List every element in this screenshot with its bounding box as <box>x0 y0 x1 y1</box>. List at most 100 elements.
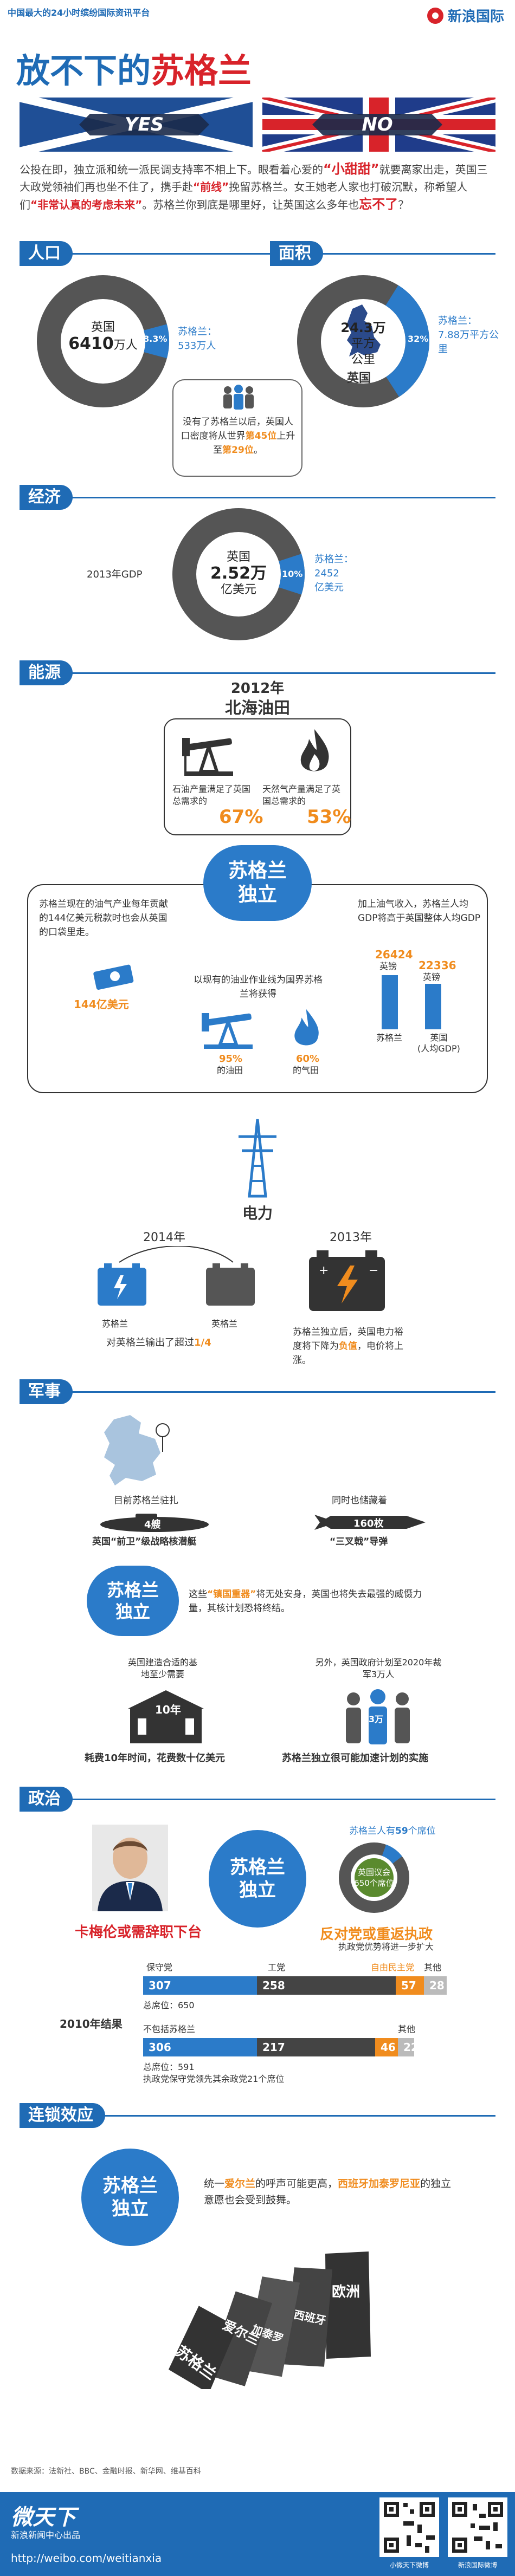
base-years: 10年 <box>155 1703 181 1716</box>
sub-label: 英国“前卫”级战略核潜艇 <box>92 1536 197 1547</box>
bar-con-no-sc: 306 <box>143 2038 257 2056</box>
footer-brand-sub: 新浪新闻中心出品 <box>11 2530 81 2540</box>
chain-text: 统一爱尔兰的呼声可能更高，西班牙加泰罗尼亚的独立意愿也会受到鼓舞。 <box>204 2178 452 2206</box>
bar-lab-all: 258 <box>257 1976 396 1995</box>
section-energy: 能源 <box>20 660 73 685</box>
intro-paragraph: 公投在即，独立派和统一派民调支持率不相上下。眼看着心爱的“小甜甜”就要离家出走，… <box>20 161 488 212</box>
yes-label: YES <box>124 114 164 135</box>
sc-bar-label: 苏格兰 <box>376 1033 403 1043</box>
dominoes-illustration <box>168 2251 371 2389</box>
sc-gdp-bar <box>382 975 398 1029</box>
army-label: 苏格兰独立很可能加速计划的实施 <box>282 1753 428 1764</box>
power-tower-icon <box>239 1119 276 1198</box>
power-year-2014: 2014年 <box>143 1231 185 1244</box>
cameron-portrait <box>92 1825 168 1911</box>
scotland-map-icon <box>104 1415 170 1485</box>
svg-text:+: + <box>319 1264 329 1277</box>
qr-code-icon <box>379 2497 439 2557</box>
total-seats-no-sc: 总席位：591 <box>143 2062 195 2072</box>
header-bar: 中国最大的24小时缤纷国际资讯平台 新浪国际 <box>0 0 515 33</box>
gas-text: 天然气产量满足了英国总需求的 <box>262 784 341 806</box>
population-pct: 8.3% <box>143 334 168 344</box>
power-export: 对英格兰输出了超过1/4 <box>106 1337 211 1348</box>
flags-banner <box>20 98 495 152</box>
footer-url[interactable]: http://weibo.com/weitianxia <box>11 2552 162 2565</box>
qr-caption-2: 新浪国际微博 <box>458 2561 497 2569</box>
section-line-energy <box>20 672 495 674</box>
section-line-politics <box>20 1799 495 1800</box>
legend-con: 保守党 <box>146 1962 173 1972</box>
sc-gdp-value: 26424 <box>375 948 413 961</box>
section-line-military <box>20 1391 495 1393</box>
oil-pct: 67% <box>219 806 263 828</box>
energy-middle-text: 以现有的油业作业线为国界苏格兰将获得 <box>194 975 323 1000</box>
footer-brand: 微天下 <box>11 2505 76 2530</box>
scotland-seats: 苏格兰人有59个席位 <box>349 1826 436 1837</box>
military-independent-badge: 苏格兰独立 <box>87 1566 179 1636</box>
energy-year: 2012年 <box>230 680 285 697</box>
section-line-chain <box>20 2115 495 2117</box>
soldiers-icon <box>346 1689 410 1744</box>
gas-flame-icon <box>300 729 329 771</box>
gas-pct: 53% <box>307 806 351 828</box>
oil-text: 石油产量满足了英国总需求的 <box>172 784 251 806</box>
north-sea-box <box>164 718 351 835</box>
oil-field-icon <box>202 1013 253 1049</box>
sina-eye-icon <box>427 7 443 24</box>
density-fact: 没有了苏格兰以后，英国人口密度将从世界第45位上升至第29位。 <box>181 417 295 456</box>
population-donut <box>37 275 169 407</box>
gas-share: 60% <box>296 1053 320 1065</box>
svg-text:−: − <box>369 1264 378 1277</box>
area-uk-label: 24.3万 平方 公里 <box>340 320 386 367</box>
bar-oth-no-sc: 22 <box>398 2038 419 2056</box>
seats-bar-no-sc: 306 217 46 22 <box>143 2038 419 2056</box>
section-economy: 经济 <box>20 485 73 510</box>
area-scotland: 苏格兰： 7.88万平方公里 <box>438 315 499 355</box>
army-count: 3万 <box>369 1714 384 1724</box>
qr-code-icon <box>448 2497 507 2557</box>
base-building-icon <box>128 1690 204 1743</box>
missile-icon <box>314 1515 426 1530</box>
uk-gdp-unit: 英镑 <box>423 972 441 982</box>
opposition-return: 反对党或重返执政 <box>320 1926 433 1943</box>
section-line-population <box>20 253 495 255</box>
gdp-year: 2013年GDP <box>87 569 143 580</box>
footer: 微天下 新浪新闻中心出品 http://weibo.com/weitianxia… <box>0 2492 515 2576</box>
economy-scotland: 苏格兰： 2452 亿美元 <box>314 554 353 593</box>
legend-oth: 其他 <box>424 1962 442 1972</box>
bar-con-all: 307 <box>143 1976 257 1995</box>
sub-count: 4艘 <box>144 1519 161 1530</box>
sc-gdp-unit: 英镑 <box>379 961 397 971</box>
platform-tagline: 中国最大的24小时缤纷国际资讯平台 <box>8 8 150 18</box>
uk-map-icon <box>347 304 381 356</box>
oil-share: 95% <box>219 1053 243 1065</box>
section-chain: 连锁效应 <box>20 2103 105 2128</box>
sources: 数据来源：法新社、BBC、金融时报、新华网、维基百科 <box>11 2467 201 2476</box>
area-pct: 32% <box>408 334 429 344</box>
energy-independent-badge: 苏格兰独立 <box>203 845 312 921</box>
brand-logo[interactable]: 新浪国际 <box>427 5 504 25</box>
legend-lab: 工党 <box>268 1962 286 1972</box>
energy-field: 北海油田 <box>225 699 290 718</box>
section-politics: 政治 <box>20 1787 73 1812</box>
legend-without-sc: 不包括苏格兰 <box>143 2024 196 2034</box>
oil-share-label: 的油田 <box>217 1065 243 1075</box>
battery-dark-icon: + − <box>309 1250 385 1311</box>
base-text: 英国建造合适的基地至少需要 <box>127 1657 197 1679</box>
energy-left-text: 苏格兰现在的油气产业每年贡献的144亿美元税款时也会从英国的口袋里走。 <box>39 899 168 938</box>
army-text: 另外，英国政府计划至2020年裁军3万人 <box>315 1657 442 1679</box>
bar-lab-no-sc: 217 <box>257 2038 375 2056</box>
missile-count: 160枚 <box>353 1518 384 1529</box>
bar-lib-no-sc: 46 <box>375 2038 398 2056</box>
military-deterrent: 这些“镇国重器”将无处安身，英国也将失去最强的威慑力量，其核计划恐将终结。 <box>189 1589 422 1614</box>
no-label: NO <box>362 114 393 135</box>
uk-bar-label: 英国 (人均GDP) <box>417 1033 460 1054</box>
density-fact-box <box>172 379 302 477</box>
result-2010: 2010年结果 <box>60 2017 123 2030</box>
power-year-2013: 2013年 <box>330 1231 372 1244</box>
seats-note: 执政党保守党领先其余政党21个席位 <box>143 2074 285 2084</box>
chain-independent-badge: 苏格兰独立 <box>81 2149 179 2246</box>
missile-text: 同时也储藏着 <box>332 1495 387 1506</box>
gas-share-label: 的气田 <box>293 1065 319 1075</box>
total-seats-all: 总席位：650 <box>143 2000 195 2010</box>
